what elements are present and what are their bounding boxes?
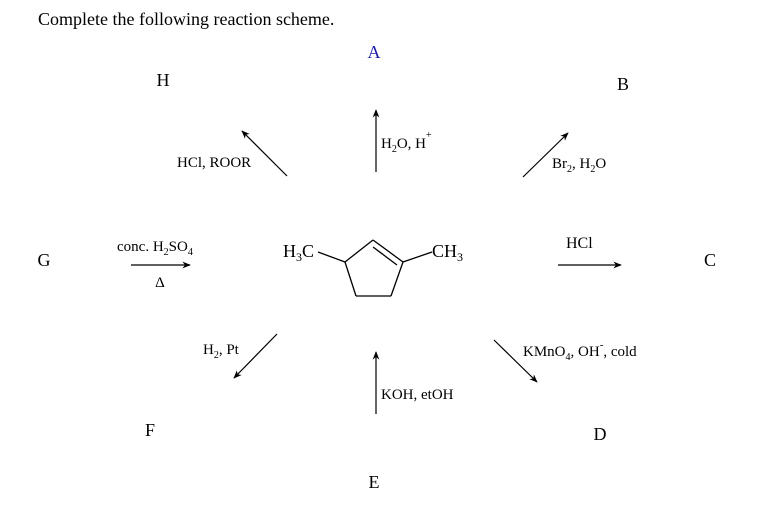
label-h: H: [157, 70, 170, 90]
heat-symbol: Δ: [155, 275, 165, 291]
reagent-g: conc. H2SO4: [117, 239, 193, 258]
reagent-f: H2, Pt: [203, 342, 240, 361]
label-e: E: [369, 472, 380, 492]
reagent-c: HCl: [566, 235, 593, 252]
arrow-to-b: [522, 132, 569, 178]
question-title: Complete the following reaction scheme.: [38, 9, 334, 29]
ring-bond: [344, 239, 374, 263]
label-a: A: [368, 42, 381, 62]
ring-bond: [390, 261, 404, 297]
ring-double-bond: [372, 239, 404, 263]
methyl-group-left: H3C: [283, 241, 314, 264]
reagent-b: Br2, H2O: [552, 156, 606, 175]
ring-double-bond-inner: [372, 246, 398, 266]
reagent-h: HCl, ROOR: [177, 155, 251, 171]
reagent-e: KOH, etOH: [381, 387, 454, 403]
arrow-to-h: [241, 130, 288, 177]
methyl-group-right: CH3: [432, 241, 463, 264]
arrow-to-d: [493, 339, 538, 383]
ring-bond: [344, 261, 357, 297]
dimethylcyclopentene-structure: H3C CH3: [283, 239, 463, 297]
label-g: G: [38, 250, 51, 270]
arrow-to-f: [233, 333, 278, 379]
methyl-bond-right: [402, 251, 433, 263]
reagent-a: H2O, H+: [381, 130, 432, 155]
label-b: B: [617, 74, 629, 94]
reagent-d: KMnO4, OH-, cold: [523, 339, 637, 363]
label-f: F: [145, 420, 155, 440]
label-c: C: [704, 250, 716, 270]
methyl-bond-left: [317, 251, 346, 263]
label-d: D: [594, 424, 607, 444]
